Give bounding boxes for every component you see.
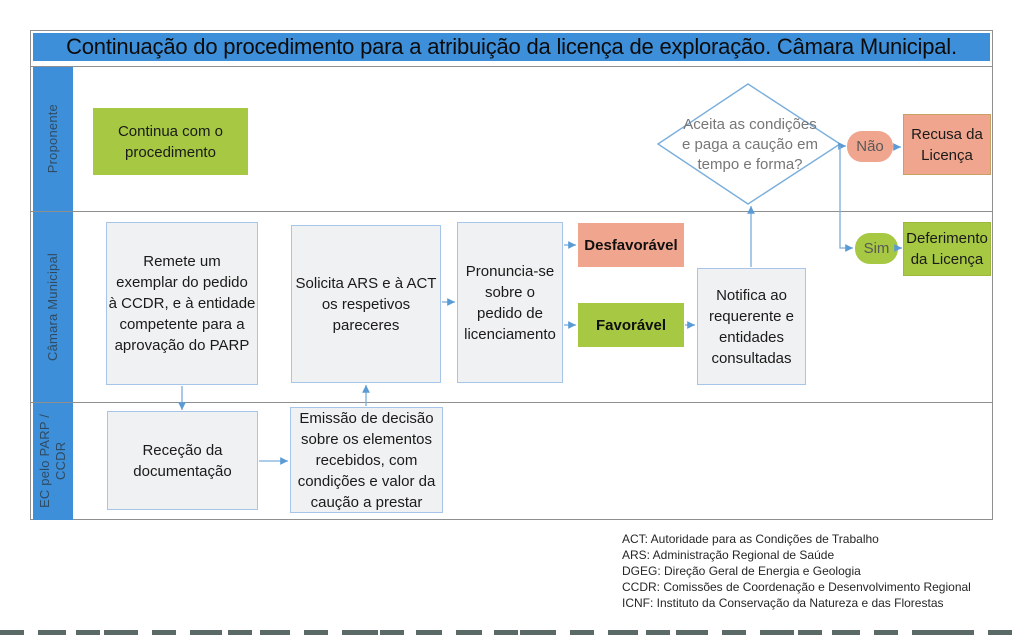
text-line: da Licença xyxy=(910,251,984,268)
text-line: Aceita as condições xyxy=(683,116,817,133)
lane-proponente: Proponente xyxy=(33,66,73,211)
lane-label: Proponente xyxy=(45,103,60,174)
text-line: Continua com o xyxy=(117,122,224,140)
lane-camara-municipal: Câmara Municipal xyxy=(33,211,73,402)
text-line: condições e valor da xyxy=(297,472,436,490)
diagram-border xyxy=(30,30,993,520)
abbreviation-legend: ACT: Autoridade para as Condições de Tra… xyxy=(622,531,971,611)
process-recusa-licenca: Recusa da Licença xyxy=(903,114,991,175)
text-line: Remete um xyxy=(143,253,221,270)
process-solicita-pareceres: Solicita ARS e à ACT os respetivos parec… xyxy=(291,225,441,383)
label-nao: Não xyxy=(856,138,884,155)
text-line: pareceres xyxy=(332,316,400,334)
lane-label: EC pelo PARP / CCDR xyxy=(37,413,68,509)
label-favoravel: Favorável xyxy=(595,316,667,334)
process-desfavoravel: Desfavorável xyxy=(578,223,684,267)
lane-divider xyxy=(31,211,992,212)
legend-line-icnf: ICNF: Instituto da Conservação da Nature… xyxy=(622,596,944,610)
text-line: recebidos, com xyxy=(315,451,418,469)
label-desfavoravel: Desfavorável xyxy=(584,236,678,254)
lane-ec-parp-ccdr: EC pelo PARP / CCDR xyxy=(33,402,73,520)
legend-line-ars: ARS: Administração Regional de Saúde xyxy=(622,548,835,562)
connector-label-nao: Não xyxy=(847,131,893,162)
text-line: os respetivos xyxy=(321,295,411,313)
text-line: aprovação do PARP xyxy=(114,337,250,354)
legend-line-dgeg: DGEG: Direção Geral de Energia e Geologi… xyxy=(622,564,861,578)
lane-divider xyxy=(31,402,992,403)
text-line: exemplar do pedido xyxy=(116,274,248,291)
text-line: Receção da xyxy=(142,441,223,459)
label-sim: Sim xyxy=(863,240,890,257)
text-line: requerente e xyxy=(708,307,795,325)
text-line: e paga a caução em xyxy=(682,136,818,153)
text-line: competente para a xyxy=(119,316,245,333)
legend-line-act: ACT: Autoridade para as Condições de Tra… xyxy=(622,532,879,546)
text-line: Pronuncia-se xyxy=(465,262,555,280)
process-favoravel: Favorável xyxy=(578,303,684,347)
decision-aceita-condicoes: Aceita as condições e paga a caução em t… xyxy=(663,104,837,186)
bottom-dashed-strip xyxy=(0,630,1024,635)
text-line: procedimento xyxy=(125,143,216,161)
process-pronuncia-pedido: Pronuncia-se sobre o pedido de licenciam… xyxy=(457,222,563,383)
text-line: documentação xyxy=(133,462,232,480)
process-emissao-decisao: Emissão de decisão sobre os elementos re… xyxy=(290,407,443,513)
text-line: à CCDR, e à entidade xyxy=(108,295,256,312)
page-title: Continuação do procedimento para a atrib… xyxy=(66,34,957,59)
text-line: sobre os elementos xyxy=(301,430,432,448)
text-line: Emissão de decisão xyxy=(299,409,434,427)
text-line: entidades xyxy=(718,328,785,346)
text-line: consultadas xyxy=(711,349,792,367)
title-bar: Continuação do procedimento para a atrib… xyxy=(33,33,990,61)
process-deferimento-licenca: Deferimento da Licença xyxy=(903,222,991,276)
text-line: Recusa da xyxy=(911,125,983,143)
text-line: pedido de xyxy=(477,304,543,322)
text-line: licenciamento xyxy=(464,325,556,343)
process-continua-procedimento: Continua com o procedimento xyxy=(93,108,248,175)
process-notifica-requerente: Notifica ao requerente e entidades consu… xyxy=(697,268,806,385)
process-rececao-documentacao: Receção da documentação xyxy=(107,411,258,510)
text-line: tempo e forma? xyxy=(697,156,803,173)
text-line: Notifica ao xyxy=(716,286,787,304)
text-line: caução a prestar xyxy=(310,493,423,511)
connector-label-sim: Sim xyxy=(855,233,898,264)
lane-divider xyxy=(31,66,992,67)
lane-label: Câmara Municipal xyxy=(45,252,60,361)
text-line: Licença xyxy=(921,146,973,164)
process-remete-exemplar: Remete um exemplar do pedido à CCDR, e à… xyxy=(106,222,258,385)
legend-line-ccdr: CCDR: Comissões de Coordenação e Desenvo… xyxy=(622,580,971,594)
text-line: Deferimento xyxy=(906,230,988,247)
text-line: sobre o xyxy=(484,283,536,301)
text-line: Solicita ARS e à ACT xyxy=(295,274,437,292)
